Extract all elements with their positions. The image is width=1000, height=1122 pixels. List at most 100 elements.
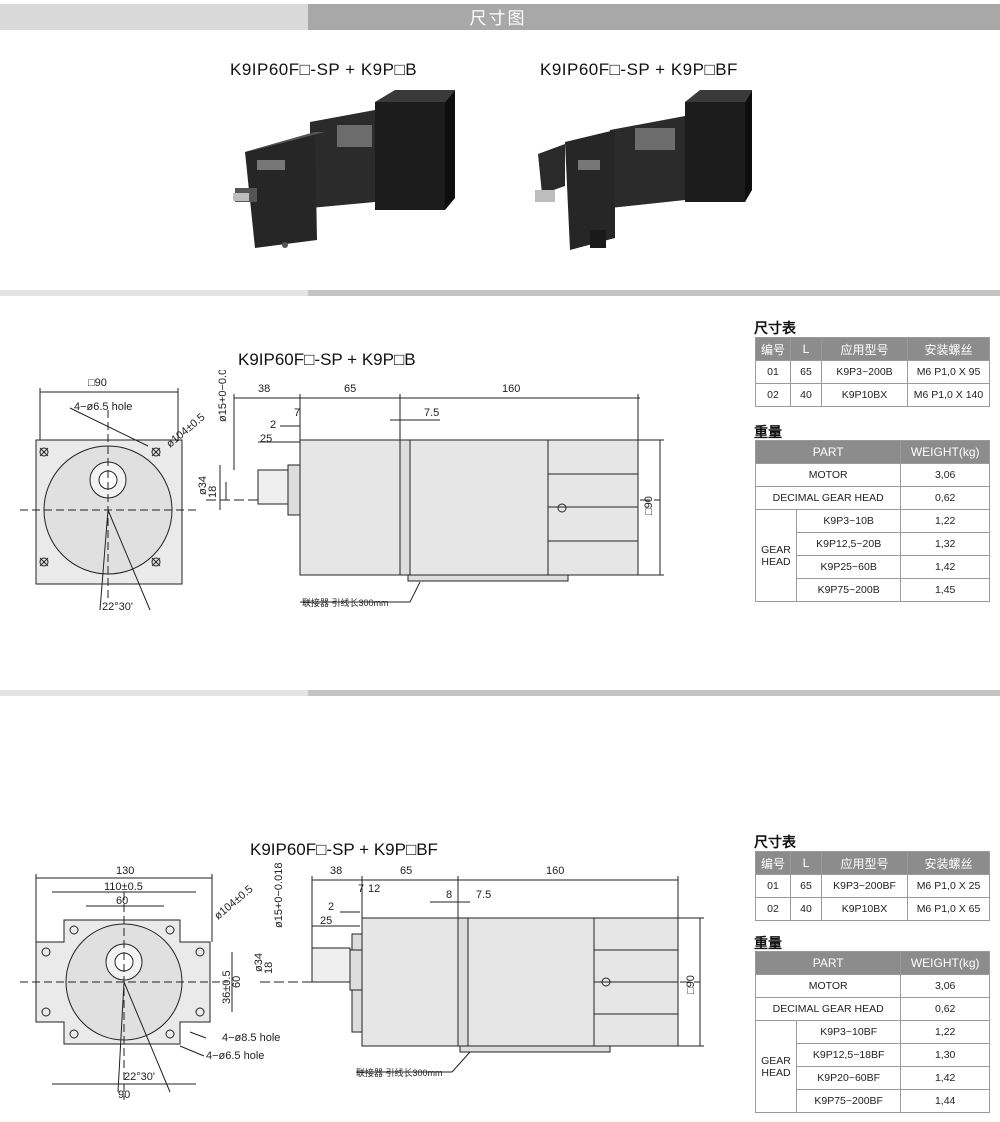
- table-cell: MOTOR: [754, 463, 902, 487]
- page-title: 尺寸图: [469, 9, 527, 28]
- weight-table-header: PART: [754, 440, 902, 464]
- motor-photo-left: [233, 90, 455, 248]
- size-table-2: 编号 L 应用型号 安装螺丝 01 65 K9P3~200BF M6 P1,0 …: [755, 851, 990, 921]
- table-cell: K9P10BX: [821, 383, 908, 407]
- table-cell: M6 P1,0 X 25: [907, 874, 990, 898]
- dim-18-2: 18: [263, 962, 275, 974]
- dim-60-v: 60: [231, 976, 243, 988]
- dim-60: 60: [116, 895, 128, 907]
- table-cell: 01: [755, 360, 791, 384]
- dim-160: 160: [502, 383, 520, 395]
- table-cell: 1,32: [900, 532, 990, 556]
- table-row: K9P12,5~18BF 1,30: [756, 1043, 990, 1067]
- dim-2: 2: [270, 419, 276, 431]
- table-row: MOTOR 3,06: [754, 974, 990, 998]
- lead-note-2: 联接器 引线长300mm: [356, 1067, 443, 1078]
- table-cell: K9P3~200BF: [821, 874, 908, 898]
- table-row: 02 40 K9P10BX M6 P1,0 X 140: [755, 383, 990, 407]
- table-cell: 1,22: [900, 1020, 990, 1044]
- dim-38: 38: [258, 383, 270, 395]
- size-table-header: 应用型号: [821, 851, 908, 875]
- dim-25-2: 25: [320, 915, 332, 927]
- dim-shaft-dia-2: ø15+0−0.018(h7): [273, 862, 285, 928]
- table-cell: 0,62: [900, 486, 990, 510]
- dim-65-2: 65: [400, 865, 412, 877]
- table-cell: 02: [755, 897, 791, 921]
- table-row: K9P12,5~20B 1,32: [756, 532, 990, 556]
- table-row: K9P75~200B 1,45: [756, 578, 990, 602]
- dim-8: 8: [446, 889, 452, 901]
- dim-hole: 4−ø6.5 hole: [74, 401, 132, 413]
- table-cell: K9P3~200B: [821, 360, 908, 384]
- header-bar-right: [308, 4, 1000, 30]
- table-cell: GEAR HEAD: [755, 509, 797, 602]
- table-cell: 1,22: [900, 509, 990, 533]
- weight-table-header: WEIGHT(kg): [900, 951, 990, 975]
- table-cell: K9P10BX: [821, 897, 908, 921]
- dim-36: 36±0.5: [221, 970, 233, 1004]
- dim-12: 12: [368, 883, 380, 895]
- weight-table-2-label: 重量: [754, 935, 782, 951]
- dim-angle-2: 22°30': [124, 1071, 155, 1083]
- table-cell: 65: [790, 874, 822, 898]
- table-cell: GEAR HEAD: [755, 1020, 797, 1113]
- dim-130: 130: [116, 865, 134, 877]
- table-cell: M6 P1,0 X 95: [907, 360, 990, 384]
- dim-18: 18: [207, 486, 219, 498]
- table-cell: K9P25~60B: [795, 555, 902, 579]
- dim-7-5: 7.5: [424, 407, 439, 419]
- dim-pcd-2: ø104±0.5: [212, 883, 255, 922]
- size-table-header: 编号: [755, 337, 791, 361]
- dim-34: ø34: [197, 476, 209, 495]
- table-row: 01 65 K9P3~200B M6 P1,0 X 95: [755, 360, 990, 384]
- table-cell: MOTOR: [754, 974, 902, 998]
- dim-7: 7: [294, 407, 300, 419]
- dim-25: 25: [260, 433, 272, 445]
- table-cell: 1,42: [900, 555, 990, 579]
- size-table-header: L: [790, 337, 822, 361]
- table-cell: M6 P1,0 X 65: [907, 897, 990, 921]
- photo-title-left: K9IP60F□-SP + K9P□B: [230, 60, 418, 79]
- table-row: GEAR HEAD K9P3~10BF 1,22: [755, 1020, 990, 1113]
- dim-160-2: 160: [546, 865, 564, 877]
- table-row: 02 40 K9P10BX M6 P1,0 X 65: [755, 897, 990, 921]
- drawing1-diagram: □90 4−ø6.5 hole ø104±0.5 ø15+0−0.018(h7)…: [20, 370, 664, 613]
- table-row: K9P75~200BF 1,44: [756, 1089, 990, 1113]
- table-cell: 40: [790, 897, 822, 921]
- table-cell: 01: [755, 874, 791, 898]
- table-cell: 1,42: [900, 1066, 990, 1090]
- table-cell: M6 P1,0 X 140: [907, 383, 990, 407]
- dim-34-2: ø34: [253, 953, 265, 972]
- table-cell: DECIMAL GEAR HEAD: [754, 997, 902, 1021]
- weight-table-header: WEIGHT(kg): [900, 440, 990, 464]
- drawing2-diagram: 130 110±0.5 60 ø104±0.5 ø15+0−0.018(h7) …: [20, 862, 704, 1101]
- table-cell: 0,62: [900, 997, 990, 1021]
- dim-sq90-side-2: □90: [685, 975, 697, 994]
- dim-7-2: 7: [358, 883, 364, 895]
- size-table-1: 编号 L 应用型号 安装螺丝 01 65 K9P3~200B M6 P1,0 X…: [755, 337, 990, 407]
- size-table-1-label: 尺寸表: [754, 320, 796, 336]
- table-cell: K9P3~10BF: [795, 1020, 902, 1044]
- table-row: K9P25~60B 1,42: [756, 555, 990, 579]
- size-table-2-label: 尺寸表: [754, 834, 796, 850]
- dim-65: 65: [344, 383, 356, 395]
- table-row: GEAR HEAD K9P3~10B 1,22: [755, 509, 990, 602]
- table-cell: K9P12,5~20B: [795, 532, 902, 556]
- weight-table-header: PART: [754, 951, 902, 975]
- table-row: K9P20~60BF 1,42: [756, 1066, 990, 1090]
- dim-hole-2: 4−ø6.5 hole: [206, 1050, 264, 1062]
- table-cell: 1,44: [900, 1089, 990, 1113]
- size-table-header: 安装螺丝: [907, 337, 990, 361]
- size-table-header: 安装螺丝: [907, 851, 990, 875]
- table-cell: 3,06: [900, 974, 990, 998]
- table-cell: 65: [790, 360, 822, 384]
- size-table-header: L: [790, 851, 822, 875]
- photo-title-right: K9IP60F□-SP + K9P□BF: [540, 60, 738, 79]
- dim-hole-1: 4−ø8.5 hole: [222, 1032, 280, 1044]
- weight-table-1-label: 重量: [754, 424, 782, 440]
- header-bar: [0, 4, 1000, 30]
- table-cell: K9P75~200B: [795, 578, 902, 602]
- dim-shaft-dia: ø15+0−0.018(h7): [217, 370, 229, 422]
- dim-7-5-2: 7.5: [476, 889, 491, 901]
- dim-90: 90: [118, 1089, 130, 1101]
